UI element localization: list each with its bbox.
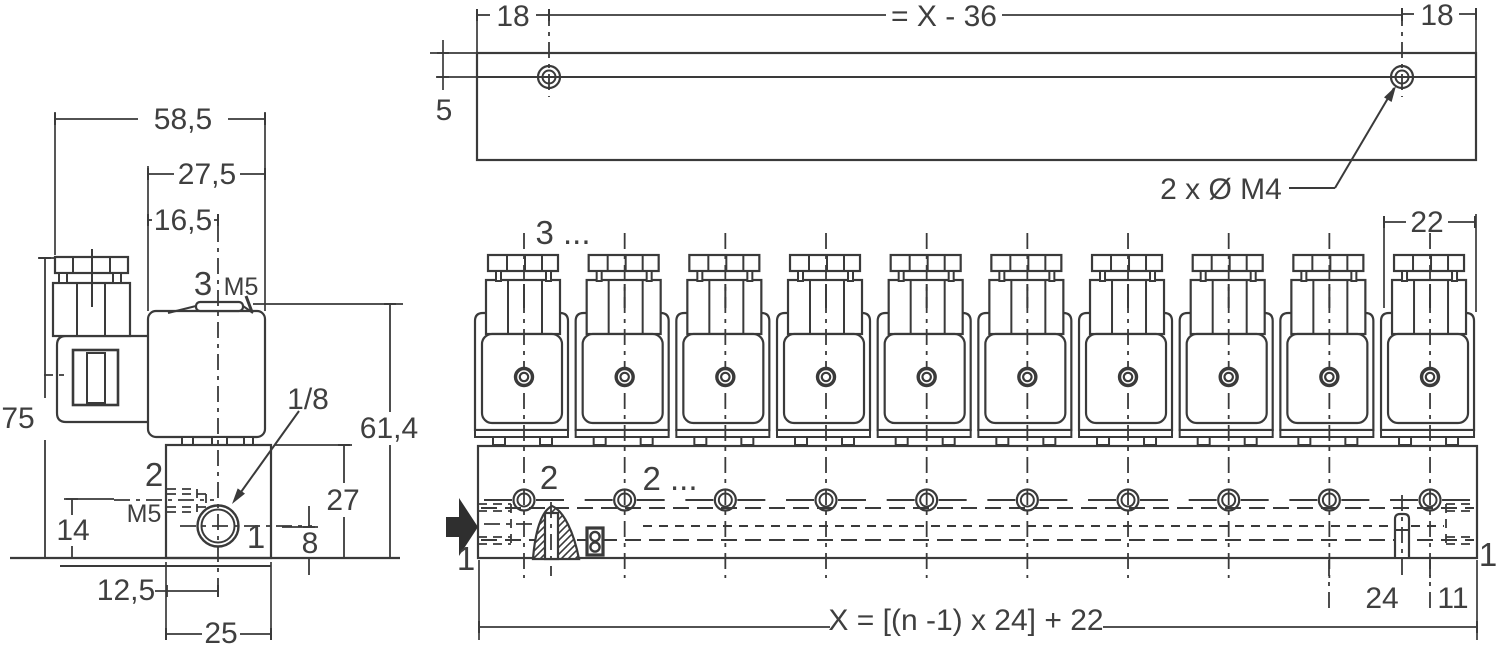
rail-holes-label: 2 x Ø M4 <box>1160 173 1282 206</box>
centerlines <box>114 226 312 600</box>
dim-block-height: 27 <box>326 484 359 517</box>
dim-length-formula: X = [(n -1) x 24] + 22 <box>828 604 1103 637</box>
manifold-base <box>476 444 1479 560</box>
dim-block-width: 25 <box>204 617 237 650</box>
dim-total-height: 75 <box>1 402 34 435</box>
dim-valve-pitch: 24 <box>1365 582 1398 615</box>
inlet-hidden-thread <box>478 503 512 545</box>
manifold-port3-row-label: 3 ... <box>535 214 590 251</box>
single-valve-view: 58,5 27,5 16,5 3 M5 75 2 M5 14 1/8 1 27 … <box>1 103 418 650</box>
dim-end-width: 22 <box>1410 206 1443 239</box>
valve-stations <box>473 231 1476 580</box>
dim-port1-center-offset: 12,5 <box>97 574 155 607</box>
manifold-port2-row-label: 2 ... <box>642 460 697 497</box>
dim-hole-row-depth: 5 <box>436 94 453 127</box>
manifold-view: 3 ... 2 2 ... 1 1 22 24 11 X = [(n -1) x… <box>446 206 1497 640</box>
rail-dimensions <box>430 8 1477 189</box>
dim-hole-offset-left: 18 <box>496 0 529 33</box>
valve-solenoid-body <box>146 295 267 446</box>
manifold-dimensions <box>478 214 1478 640</box>
dim-total-width: 58,5 <box>154 103 212 136</box>
exhaust-port-cap <box>194 300 245 313</box>
rail-outline <box>475 51 1478 162</box>
dim-end-offset: 11 <box>1437 582 1468 615</box>
manifold-outlet-label: 1 <box>1479 536 1497 573</box>
dim-body-width: 27,5 <box>178 158 236 191</box>
valve-station <box>1278 231 1376 580</box>
port1-label: 1 <box>247 518 265 555</box>
port2-hidden-thread <box>167 488 207 513</box>
holes-leader <box>1289 86 1396 189</box>
connector-slot <box>86 352 106 404</box>
port2-thread-label: M5 <box>127 500 162 528</box>
dim-port1-height: 8 <box>302 527 319 560</box>
dimension-lines <box>38 112 403 640</box>
manifold-port2-first-label: 2 <box>540 459 558 496</box>
port2-label: 2 <box>145 456 163 493</box>
dim-hole-span: = X - 36 <box>891 0 997 33</box>
dim-port2-height: 14 <box>56 514 89 547</box>
mounting-rail-view: 18 = X - 36 18 5 2 x Ø M4 <box>430 0 1478 206</box>
inlet-assembly <box>446 498 605 576</box>
inlet-flow-arrow <box>446 498 478 556</box>
dim-body-height: 61,4 <box>360 412 418 445</box>
outlet-hidden-thread <box>1445 503 1477 545</box>
port3-thread-label: M5 <box>224 273 259 301</box>
port3-label: 3 <box>194 265 212 302</box>
port1-leader <box>232 410 300 504</box>
valve-connector <box>44 249 152 424</box>
manifold-inlet-label: 1 <box>457 540 475 577</box>
port1-size-label: 1/8 <box>287 383 329 416</box>
rail-holes <box>536 10 1415 97</box>
dim-center-offset-top: 16,5 <box>154 204 212 237</box>
dim-hole-offset-right: 18 <box>1420 0 1453 32</box>
valve-station <box>976 231 1074 580</box>
outlet-plug <box>1393 495 1411 575</box>
valve-station <box>573 231 671 580</box>
